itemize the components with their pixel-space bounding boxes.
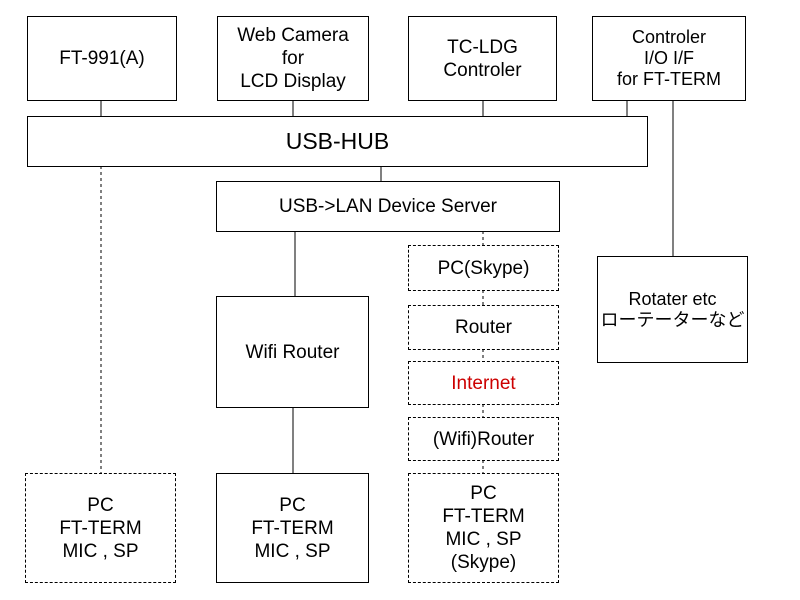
router-label: Router [454,317,513,338]
pc-skype-box: PC(Skype) [408,245,559,291]
pc-left-label: PC FT-TERM MIC , SP [59,494,142,562]
pc-right-label: PC FT-TERM MIC , SP (Skype) [442,483,525,573]
rotater-label: Rotater etc ローテーターなど [600,288,745,330]
pc-mid-label: PC FT-TERM MIC , SP [251,494,334,562]
internet-label: Internet [451,372,516,394]
webcam-box: Web Camera for LCD Display [217,16,369,101]
controler-io-box: Controler I/O I/F for FT-TERM [592,16,746,101]
ft991-label: FT-991(A) [59,48,145,69]
ft991-box: FT-991(A) [27,16,177,101]
pc-skype-label: PC(Skype) [437,257,530,279]
controler-io-label: Controler I/O I/F for FT-TERM [617,27,721,89]
wifi-router-label: Wifi Router [245,341,340,363]
pc-right-box: PC FT-TERM MIC , SP (Skype) [408,473,559,583]
pc-left-box: PC FT-TERM MIC , SP [25,473,176,583]
internet-box: Internet [408,361,559,405]
wifi-router2-label: (Wifi)Router [432,428,535,450]
webcam-label: Web Camera for LCD Display [237,25,349,92]
tcldg-box: TC-LDG Controler [408,16,557,101]
device-server-label: USB->LAN Device Server [278,196,498,217]
wifi-router-box: Wifi Router [216,296,369,408]
wifi-router2-box: (Wifi)Router [408,417,559,461]
tcldg-label: TC-LDG Controler [443,36,522,81]
usb-hub-label: USB-HUB [285,128,390,154]
router-box: Router [408,305,559,350]
usb-hub-box: USB-HUB [27,116,648,167]
pc-mid-box: PC FT-TERM MIC , SP [216,473,369,583]
device-server-box: USB->LAN Device Server [216,181,560,232]
rotater-box: Rotater etc ローテーターなど [597,256,748,363]
